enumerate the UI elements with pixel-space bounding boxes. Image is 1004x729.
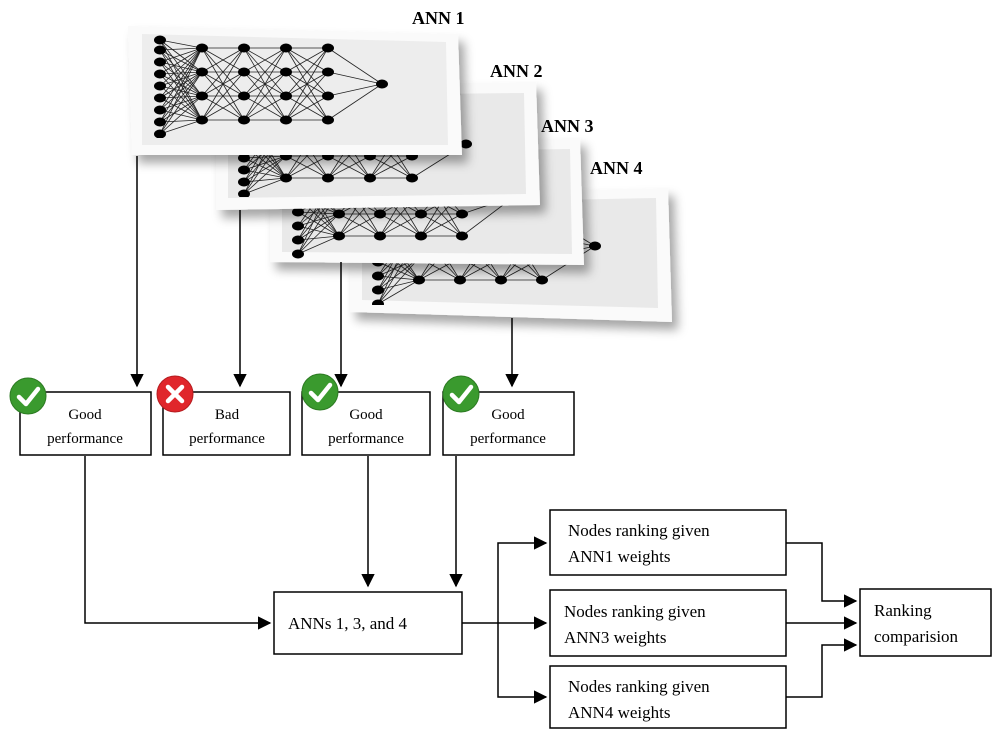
neuron-node	[280, 67, 292, 77]
neuron-node	[372, 285, 384, 295]
check-icon	[301, 373, 339, 411]
neuron-node	[154, 117, 166, 127]
neuron-node	[374, 231, 386, 241]
eval-label-line2: performance	[47, 431, 123, 447]
ann-1-title: ANN 1	[412, 8, 465, 28]
neuron-node	[238, 153, 250, 163]
neuron-node	[374, 209, 386, 219]
neuron-node	[415, 209, 427, 219]
neuron-node	[154, 93, 166, 103]
selected-to-ranking-arrows	[462, 536, 548, 704]
panel-to-eval-arrows	[130, 156, 519, 388]
eval-label-line2: performance	[189, 431, 265, 447]
neuron-node	[495, 275, 507, 285]
neuron-node	[280, 91, 292, 101]
neuron-node	[589, 241, 601, 251]
ranking-label-line1: Nodes ranking given	[568, 677, 710, 696]
eval-label-line1: Good	[491, 407, 525, 423]
neuron-node	[413, 275, 425, 285]
check-icon	[9, 377, 47, 415]
neuron-node	[154, 81, 166, 91]
neuron-node	[154, 35, 166, 45]
neuron-node	[292, 249, 304, 259]
comparison-label-line1: Ranking	[874, 601, 932, 620]
eval-label-line2: performance	[470, 431, 546, 447]
neuron-node	[322, 43, 334, 53]
neuron-node	[196, 67, 208, 77]
neuron-node	[322, 67, 334, 77]
eval-to-selected-arrows	[84, 456, 463, 630]
neuron-node	[406, 173, 418, 183]
neuron-node	[280, 115, 292, 125]
neuron-node	[536, 275, 548, 285]
neuron-node	[322, 173, 334, 183]
ann-3-title: ANN 3	[541, 116, 594, 136]
ranking-label-line2: ANN3 weights	[564, 628, 666, 647]
neuron-node	[154, 57, 166, 67]
ranking-box-ann4: Nodes ranking given ANN4 weights	[549, 665, 787, 729]
neuron-node	[372, 271, 384, 281]
ranking-label-line1: Nodes ranking given	[564, 602, 706, 621]
ranking-box-ann3: Nodes ranking given ANN3 weights	[549, 589, 787, 657]
neuron-node	[238, 67, 250, 77]
ann-2-title: ANN 2	[490, 61, 543, 81]
neuron-node	[460, 139, 472, 149]
ann-1-panel	[128, 26, 462, 155]
neuron-node	[280, 173, 292, 183]
eval-label-line2: performance	[328, 431, 404, 447]
eval-label-line1: Good	[349, 407, 383, 423]
neuron-node	[154, 105, 166, 115]
ranking-comparison-box: Ranking comparision	[859, 588, 992, 657]
ranking-label-line2: ANN4 weights	[568, 703, 670, 722]
neuron-node	[196, 91, 208, 101]
neuron-node	[456, 209, 468, 219]
neuron-node	[238, 115, 250, 125]
neuron-node	[280, 43, 292, 53]
neuron-node	[456, 231, 468, 241]
comparison-label-line2: comparision	[874, 627, 959, 646]
eval-box-ann-3: Good performance	[301, 391, 431, 456]
ann-4-title: ANN 4	[590, 158, 643, 178]
neuron-node	[454, 275, 466, 285]
neuron-node	[292, 207, 304, 217]
neuron-node	[238, 177, 250, 187]
neuron-node	[292, 235, 304, 245]
neuron-node	[415, 231, 427, 241]
neuron-node	[322, 91, 334, 101]
neuron-node	[154, 45, 166, 55]
neuron-node	[333, 231, 345, 241]
neuron-node	[238, 165, 250, 175]
check-icon	[442, 375, 480, 413]
ranking-label-line1: Nodes ranking given	[568, 521, 710, 540]
neuron-node	[376, 79, 388, 89]
neuron-node	[333, 209, 345, 219]
selected-anns-label: ANNs 1, 3, and 4	[288, 614, 407, 633]
neuron-node	[238, 189, 250, 197]
neuron-node	[364, 173, 376, 183]
neuron-node	[292, 221, 304, 231]
cross-icon	[156, 375, 194, 413]
neuron-node	[238, 43, 250, 53]
ranking-box-ann1: Nodes ranking given ANN1 weights	[549, 509, 787, 576]
neuron-node	[154, 69, 166, 79]
neuron-node	[372, 299, 384, 305]
selected-anns-box: ANNs 1, 3, and 4	[273, 591, 463, 655]
neuron-node	[196, 43, 208, 53]
neuron-node	[154, 129, 166, 138]
neuron-node	[322, 115, 334, 125]
ann-1-network	[154, 35, 388, 138]
ranking-to-comparison-arrows	[786, 542, 858, 698]
neuron-node	[196, 115, 208, 125]
ranking-label-line2: ANN1 weights	[568, 547, 670, 566]
eval-label-line1: Bad	[215, 407, 240, 423]
neuron-node	[238, 91, 250, 101]
eval-label-line1: Good	[68, 407, 102, 423]
